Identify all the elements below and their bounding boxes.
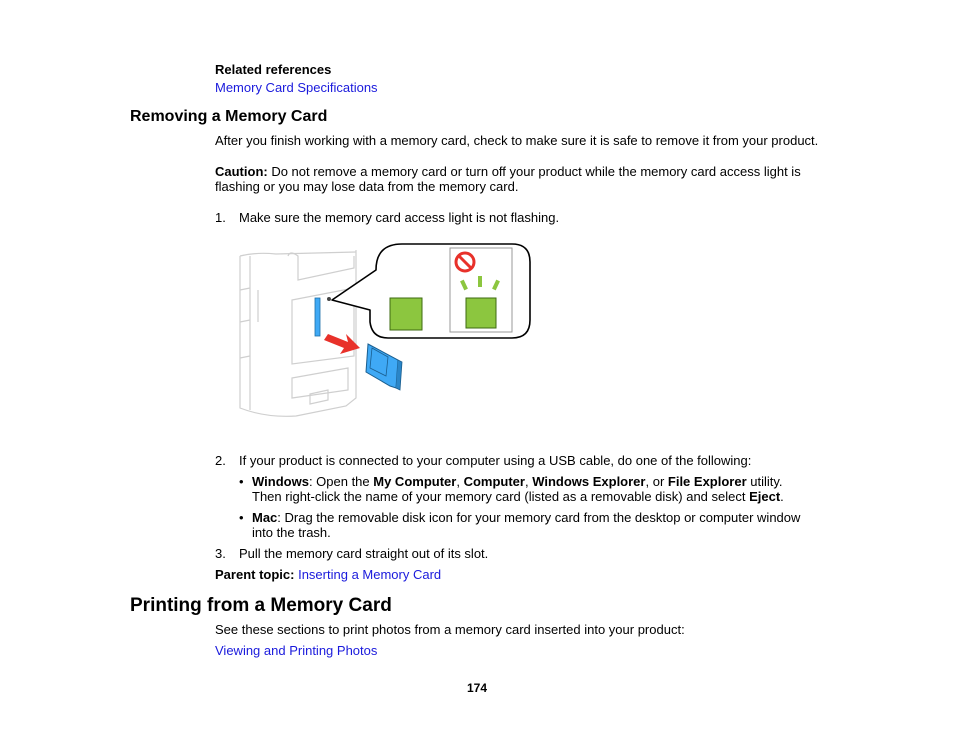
caution-text-line2: flashing or you may lose data from the m… — [215, 179, 519, 194]
printer-outline — [239, 250, 357, 417]
zoom-callout — [331, 243, 531, 339]
step-2-number: 2. — [215, 453, 226, 468]
separator: , — [524, 474, 533, 489]
windows-text-line2: Then right-click the name of your memory… — [252, 489, 750, 504]
separator: , — [456, 474, 464, 489]
removing-intro: After you finish working with a memory c… — [215, 133, 819, 148]
page-number: 174 — [466, 681, 488, 695]
step-3-number: 3. — [215, 546, 226, 561]
mac-label: Mac — [252, 510, 278, 525]
light-flashing-icon — [465, 297, 497, 329]
separator: , or — [645, 474, 668, 489]
card-slot — [314, 297, 321, 337]
printing-intro: See these sections to print photos from … — [215, 622, 685, 637]
file-explorer-label: File Explorer — [667, 474, 747, 489]
access-light — [327, 297, 331, 301]
bullet-mac: • Mac: Drag the removable disk icon for … — [239, 510, 832, 540]
period: . — [780, 489, 784, 504]
viewing-printing-photos-link[interactable]: Viewing and Printing Photos — [215, 643, 378, 658]
section-title-removing: Removing a Memory Card — [130, 108, 328, 125]
section-title-printing: Printing from a Memory Card — [130, 595, 392, 616]
bullet-marker: • — [239, 510, 244, 525]
bullet-marker: • — [239, 474, 244, 489]
remove-memory-card-illustration — [239, 243, 531, 417]
inserting-memory-card-link[interactable]: Inserting a Memory Card — [298, 567, 442, 582]
windows-text: : Open the — [308, 474, 374, 489]
utility-text: utility. — [746, 474, 783, 489]
parent-topic-label: Parent topic: — [215, 567, 295, 582]
my-computer-label: My Computer — [373, 474, 457, 489]
flashing-panel — [449, 247, 513, 333]
caution-note: Caution: Do not remove a memory card or … — [215, 164, 835, 194]
eject-label: Eject — [749, 489, 781, 504]
memory-card-specifications-link[interactable]: Memory Card Specifications — [215, 80, 378, 95]
mac-text: : Drag the removable disk icon for your … — [277, 510, 801, 525]
prohibited-icon — [454, 251, 476, 273]
light-on-steady-icon — [389, 297, 423, 331]
step-2-text: If your product is connected to your com… — [239, 453, 752, 468]
mac-text-line2: into the trash. — [252, 525, 331, 540]
windows-label: Windows — [252, 474, 309, 489]
caution-label: Caution: — [215, 164, 268, 179]
step-3-text: Pull the memory card straight out of its… — [239, 546, 489, 561]
parent-topic: Parent topic: Inserting a Memory Card — [215, 567, 441, 582]
caution-text-line1: Do not remove a memory card or turn off … — [267, 164, 801, 179]
windows-explorer-label: Windows Explorer — [532, 474, 646, 489]
step-1-text: Make sure the memory card access light i… — [239, 210, 560, 225]
red-arrow-icon — [324, 334, 360, 354]
flashing-rays-icon — [460, 276, 500, 291]
computer-label: Computer — [463, 474, 525, 489]
memory-card-icon — [365, 343, 403, 391]
related-references-heading: Related references — [215, 62, 332, 77]
bullet-windows: • Windows: Open the My Computer, Compute… — [239, 474, 832, 504]
step-1-number: 1. — [215, 210, 226, 225]
